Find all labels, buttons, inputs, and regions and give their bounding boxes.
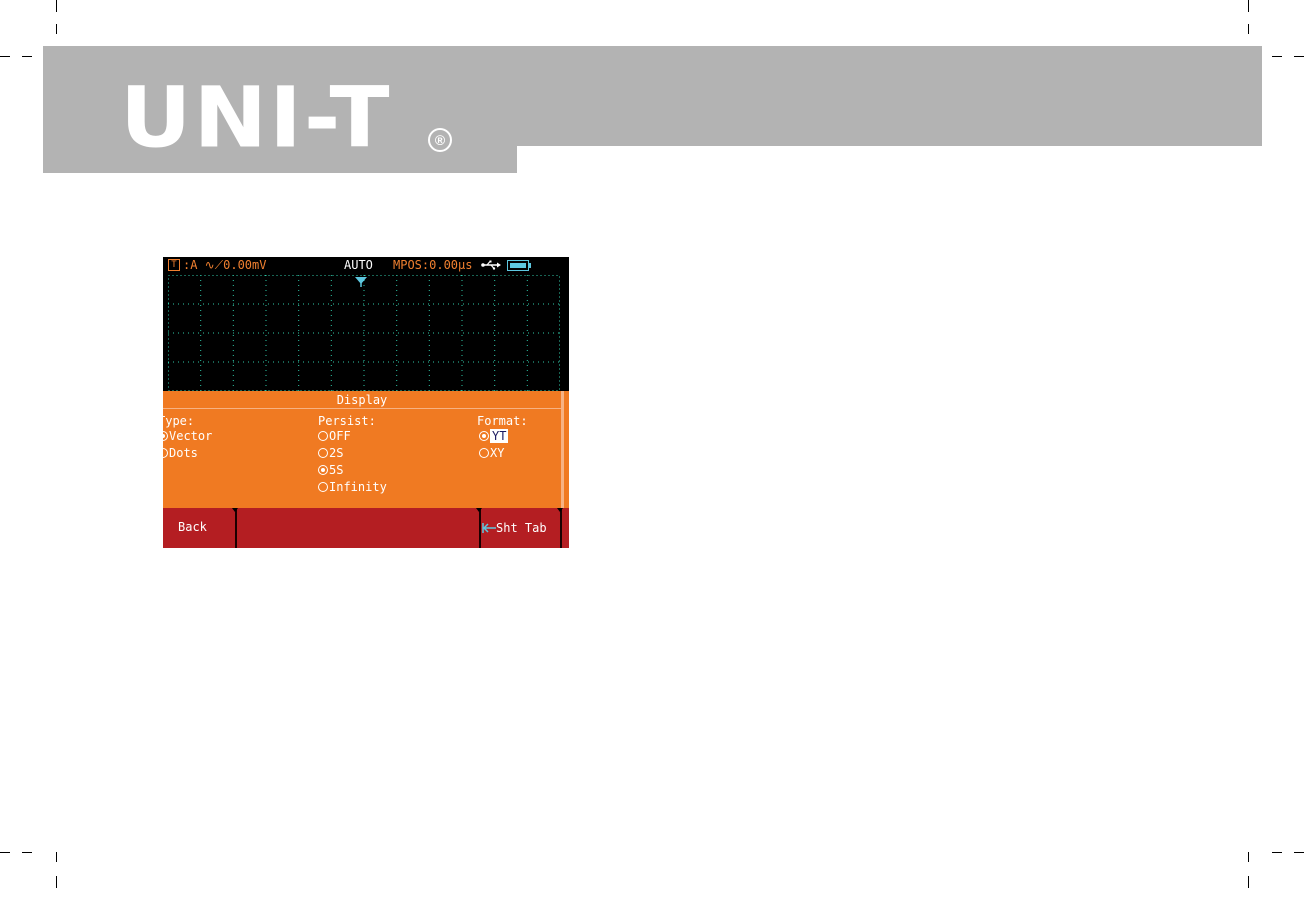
menu-title: Display [163, 392, 561, 408]
crop-mark [1248, 876, 1249, 888]
crop-mark [0, 852, 10, 853]
persist-option-off[interactable]: OFF [318, 429, 351, 443]
radio-unselected-icon [318, 431, 328, 441]
crop-mark [0, 56, 10, 57]
option-label: 5S [329, 463, 343, 477]
waveform-grid [168, 275, 560, 391]
oscilloscope-screen: T :A ∿⟋0.00mV AUTO MPOS:0.00µs [163, 257, 569, 548]
shift-tab-softkey[interactable]: Sht Tab [482, 508, 547, 548]
crop-mark [56, 24, 57, 34]
display-menu: Display Type: Vector Dots Persist: OFF 2… [163, 391, 569, 508]
radio-unselected-icon [318, 448, 328, 458]
crop-mark [1272, 852, 1282, 853]
crop-mark [1248, 0, 1249, 12]
crop-mark [56, 876, 57, 888]
crop-mark [1294, 56, 1304, 57]
type-option-vector[interactable]: Vector [163, 429, 212, 443]
option-label: 2S [329, 446, 343, 460]
radio-unselected-icon [318, 482, 328, 492]
radio-unselected-icon [479, 448, 489, 458]
crop-mark [56, 0, 57, 12]
back-softkey[interactable]: Back [178, 508, 207, 548]
persist-option-infinity[interactable]: Infinity [318, 480, 387, 494]
crop-mark [56, 852, 57, 862]
softkey-separator [235, 508, 237, 548]
option-label: OFF [329, 429, 351, 443]
softkey-tick [557, 508, 563, 512]
option-label: YT [490, 429, 508, 443]
mpos-readout: MPOS:0.00µs [393, 257, 472, 273]
radio-selected-icon [479, 431, 489, 441]
persist-label: Persist: [318, 414, 376, 428]
format-option-xy[interactable]: XY [479, 446, 504, 460]
brand-logo: UNI-T [120, 76, 391, 160]
softkey-tick [232, 508, 238, 512]
acquire-mode: AUTO [344, 257, 373, 273]
crop-mark [22, 852, 32, 853]
crop-mark [1272, 56, 1282, 57]
option-label: XY [490, 446, 504, 460]
option-label: Dots [169, 446, 198, 460]
softkey-separator [479, 508, 481, 548]
radio-selected-icon [318, 465, 328, 475]
option-label: Infinity [329, 480, 387, 494]
trigger-readout: :A ∿⟋0.00mV [183, 257, 266, 273]
status-bar: T :A ∿⟋0.00mV AUTO MPOS:0.00µs [163, 257, 569, 273]
option-label: Vector [169, 429, 212, 443]
usb-icon [481, 260, 501, 270]
crop-mark [1294, 852, 1304, 853]
battery-icon [507, 260, 529, 271]
trigger-source-badge: T [168, 259, 180, 271]
format-label: Format: [477, 414, 528, 428]
format-option-yt[interactable]: YT [479, 429, 508, 443]
type-label: Type: [163, 414, 194, 428]
crop-mark [22, 56, 32, 57]
persist-option-5s[interactable]: 5S [318, 463, 343, 477]
crop-mark [1248, 852, 1249, 862]
type-option-dots[interactable]: Dots [163, 446, 198, 460]
persist-option-2s[interactable]: 2S [318, 446, 343, 460]
shift-tab-arrow-icon [482, 523, 496, 533]
menu-title-bar: Display [163, 391, 561, 409]
softkey-separator [560, 508, 562, 548]
menu-divider [561, 391, 564, 508]
softkey-bar: Back Sht Tab [163, 508, 569, 548]
crop-mark [1248, 24, 1249, 34]
radio-selected-icon [163, 431, 168, 441]
radio-unselected-icon [163, 448, 168, 458]
registered-mark: ® [428, 128, 452, 152]
shift-tab-label: Sht Tab [496, 509, 547, 547]
